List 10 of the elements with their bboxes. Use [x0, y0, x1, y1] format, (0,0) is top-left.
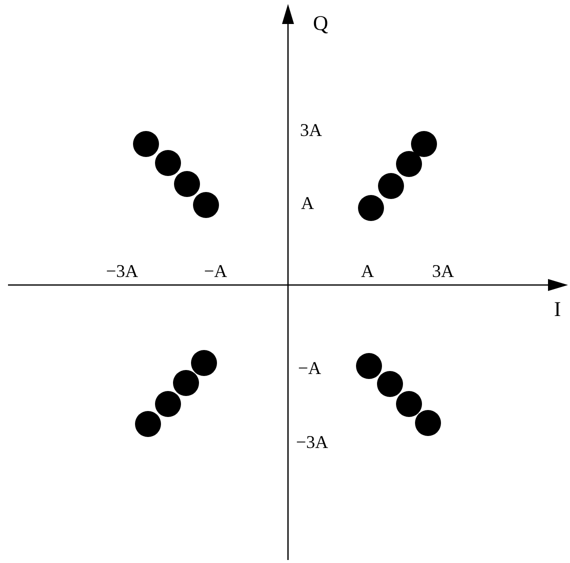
- axis-label: I: [554, 299, 561, 320]
- tick-label: −A: [204, 262, 228, 280]
- tick-label: −3A: [106, 262, 138, 280]
- axis-label: Q: [313, 13, 328, 34]
- tick-label: A: [361, 262, 374, 280]
- tick-label: 3A: [300, 121, 322, 139]
- tick-label: −A: [298, 359, 322, 377]
- tick-label: 3A: [432, 262, 454, 280]
- tick-label: A: [301, 194, 314, 212]
- tick-label: −3A: [296, 433, 328, 451]
